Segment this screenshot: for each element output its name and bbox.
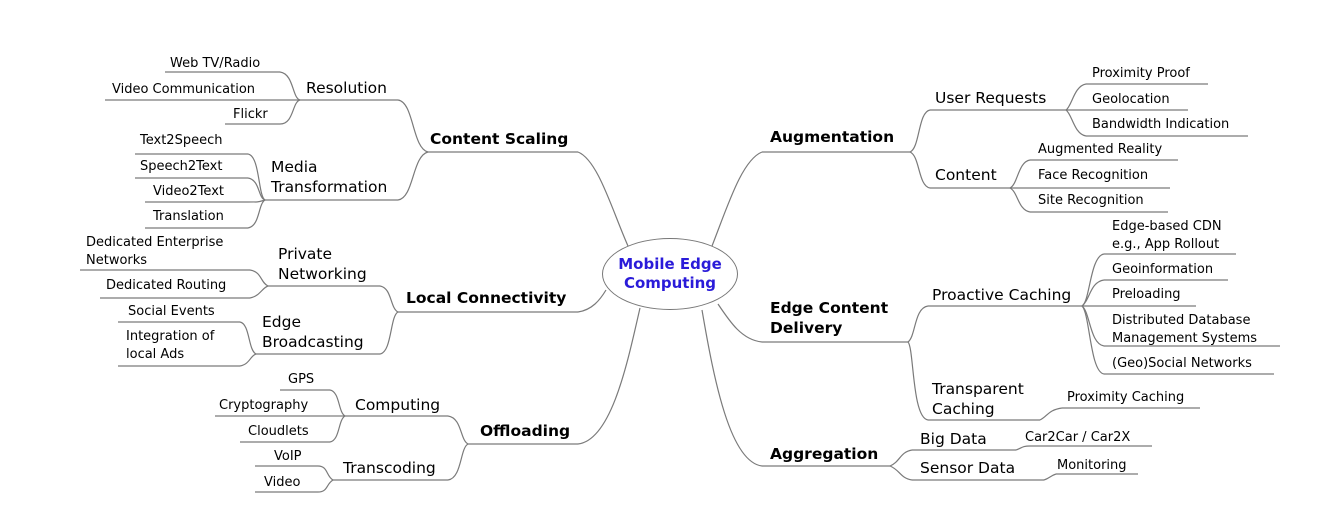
subtopic-transparent-caching-line1: Transparent <box>932 380 1024 398</box>
leaf-distributed-dbms-line2: Management Systems <box>1112 331 1258 346</box>
leaf-bandwidth-indication: Bandwidth Indication <box>1092 117 1230 132</box>
category-augmentation: Augmentation <box>770 128 895 146</box>
subtopic-transparent-caching-line2: Caching <box>932 400 995 418</box>
category-offloading: Offloading <box>480 422 571 440</box>
leaf-augmented-reality: Augmented Reality <box>1038 142 1163 157</box>
leaf-dedicated-enterprise-networks-line1: Dedicated Enterprise <box>86 235 224 250</box>
leaf-integration-local-ads-line2: local Ads <box>126 347 185 362</box>
leaf-geosocial-networks: (Geo)Social Networks <box>1112 356 1252 371</box>
leaf-proximity-caching: Proximity Caching <box>1067 390 1185 405</box>
leaf-proximity-proof: Proximity Proof <box>1092 66 1190 81</box>
subtopic-user-requests: User Requests <box>935 89 1047 107</box>
leaf-edge-based-cdn-line2: e.g., App Rollout <box>1112 237 1220 252</box>
leaf-cloudlets: Cloudlets <box>248 424 309 439</box>
leaf-text2speech: Text2Speech <box>140 133 223 148</box>
subtopic-sensor-data: Sensor Data <box>920 459 1016 477</box>
leaf-voip: VoIP <box>274 449 302 464</box>
subtopic-transcoding: Transcoding <box>343 459 436 477</box>
leaf-dedicated-enterprise-networks-line2: Networks <box>86 253 148 268</box>
subtopic-private-networking-line2: Networking <box>278 265 367 283</box>
category-local-connectivity: Local Connectivity <box>406 289 567 307</box>
category-aggregation: Aggregation <box>770 445 879 463</box>
subtopic-media-transformation-line2: Transformation <box>271 178 388 196</box>
leaf-video-communication: Video Communication <box>112 82 256 97</box>
leaf-gps: GPS <box>288 372 315 387</box>
leaf-face-recognition: Face Recognition <box>1038 168 1149 183</box>
leaf-video: Video <box>264 475 301 490</box>
central-topic-line1: Mobile Edge <box>618 255 722 274</box>
leaf-distributed-dbms-line1: Distributed Database <box>1112 313 1251 328</box>
leaf-monitoring: Monitoring <box>1057 458 1127 473</box>
leaf-social-events: Social Events <box>128 304 215 319</box>
leaf-speech2text: Speech2Text <box>140 159 223 174</box>
leaf-site-recognition: Site Recognition <box>1038 193 1144 208</box>
subtopic-proactive-caching: Proactive Caching <box>932 286 1072 304</box>
leaf-integration-local-ads-line1: Integration of <box>126 329 215 344</box>
category-edge-content-delivery-line2: Delivery <box>770 319 843 337</box>
subtopic-computing: Computing <box>355 396 441 414</box>
leaf-dedicated-routing: Dedicated Routing <box>106 278 227 293</box>
leaf-video2text: Video2Text <box>153 184 224 199</box>
subtopic-content: Content <box>935 166 997 184</box>
subtopic-edge-broadcasting-line1: Edge <box>262 313 302 331</box>
leaf-cryptography: Cryptography <box>219 398 309 413</box>
leaf-geolocation: Geolocation <box>1092 92 1170 107</box>
subtopic-private-networking-line1: Private <box>278 245 333 263</box>
leaf-geoinformation: Geoinformation <box>1112 262 1214 277</box>
central-topic-line2: Computing <box>623 274 717 292</box>
leaf-preloading: Preloading <box>1112 287 1181 302</box>
leaf-edge-based-cdn-line1: Edge-based CDN <box>1112 219 1222 234</box>
leaf-flickr: Flickr <box>233 107 268 122</box>
subtopic-big-data: Big Data <box>920 430 987 448</box>
category-edge-content-delivery-line1: Edge Content <box>770 299 889 317</box>
leaf-car2car: Car2Car / Car2X <box>1025 430 1131 445</box>
category-content-scaling: Content Scaling <box>430 130 569 148</box>
leaf-web-tv-radio: Web TV/Radio <box>170 56 261 71</box>
central-topic: Mobile Edge Computing <box>602 238 738 310</box>
subtopic-edge-broadcasting-line2: Broadcasting <box>262 333 364 351</box>
subtopic-resolution: Resolution <box>306 79 387 97</box>
subtopic-media-transformation-line1: Media <box>271 158 318 176</box>
leaf-translation: Translation <box>153 209 224 224</box>
